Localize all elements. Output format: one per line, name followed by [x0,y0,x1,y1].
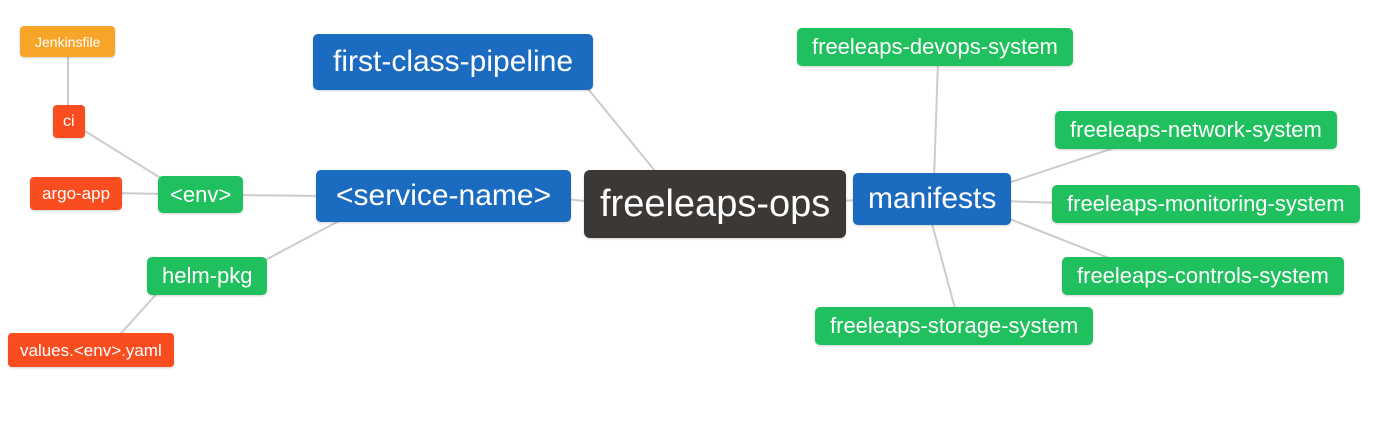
edge-values-helm-pkg [114,289,161,341]
edge-manifests-devops-system [933,59,939,181]
node-values-env-yaml[interactable]: values.<env>.yaml [8,333,174,367]
node-freeleaps-monitoring-system[interactable]: freeleaps-monitoring-system [1052,185,1360,223]
node-freeleaps-devops-system[interactable]: freeleaps-devops-system [797,28,1073,66]
node-env[interactable]: <env> [158,176,244,213]
node-ci[interactable]: ci [53,105,85,138]
edge-ci-env [79,127,168,183]
node-freeleaps-ops-root[interactable]: freeleaps-ops [584,170,847,238]
edge-env-service-name [235,194,327,197]
node-freeleaps-storage-system[interactable]: freeleaps-storage-system [815,307,1094,345]
node-helm-pkg[interactable]: helm-pkg [147,257,268,295]
node-freeleaps-network-system[interactable]: freeleaps-network-system [1055,111,1337,149]
edge-manifests-controls-system [1001,215,1125,265]
node-first-class-pipeline[interactable]: first-class-pipeline [313,34,594,90]
edge-pipeline-freeleaps-ops [583,83,661,178]
node-freeleaps-controls-system[interactable]: freeleaps-controls-system [1062,257,1344,295]
node-service-name[interactable]: <service-name> [316,170,572,222]
edge-argo-app-env [115,192,167,195]
node-jenkinsfile[interactable]: Jenkinsfile [20,26,116,57]
edge-manifests-network-system [1001,143,1127,186]
edge-manifests-storage-system [930,219,957,313]
node-manifests[interactable]: manifests [853,173,1012,225]
edge-helm-pkg-service-name [253,213,353,267]
node-argo-app[interactable]: argo-app [30,177,123,210]
